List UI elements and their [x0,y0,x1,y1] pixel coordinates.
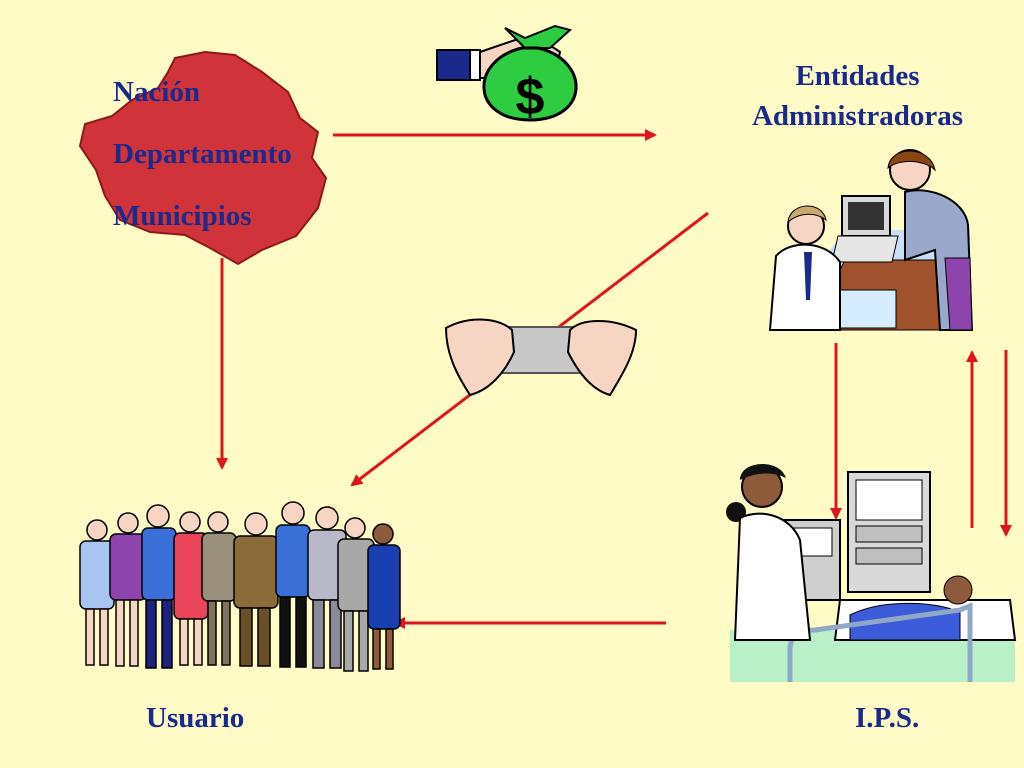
entidades-label-line1: Entidades [795,60,920,92]
hospital-scene-icon [726,463,1017,682]
office-people-icon [768,149,974,331]
territory-map-icon [78,50,328,266]
ips-label: I.P.S. [855,702,920,734]
hands-card-icon [444,318,638,397]
entidades-administradoras-label: Entidades Administradoras [720,56,995,136]
municipios-label: Municipios [113,200,252,232]
money-bag-icon: $ [436,24,578,126]
usuario-label: Usuario [146,702,245,734]
departamento-label: Departamento [113,138,292,170]
people-group-icon [79,501,401,672]
nacion-label: Nación [113,76,200,108]
svg-text:$: $ [516,68,545,126]
entidades-label-line2: Administradoras [751,100,964,132]
